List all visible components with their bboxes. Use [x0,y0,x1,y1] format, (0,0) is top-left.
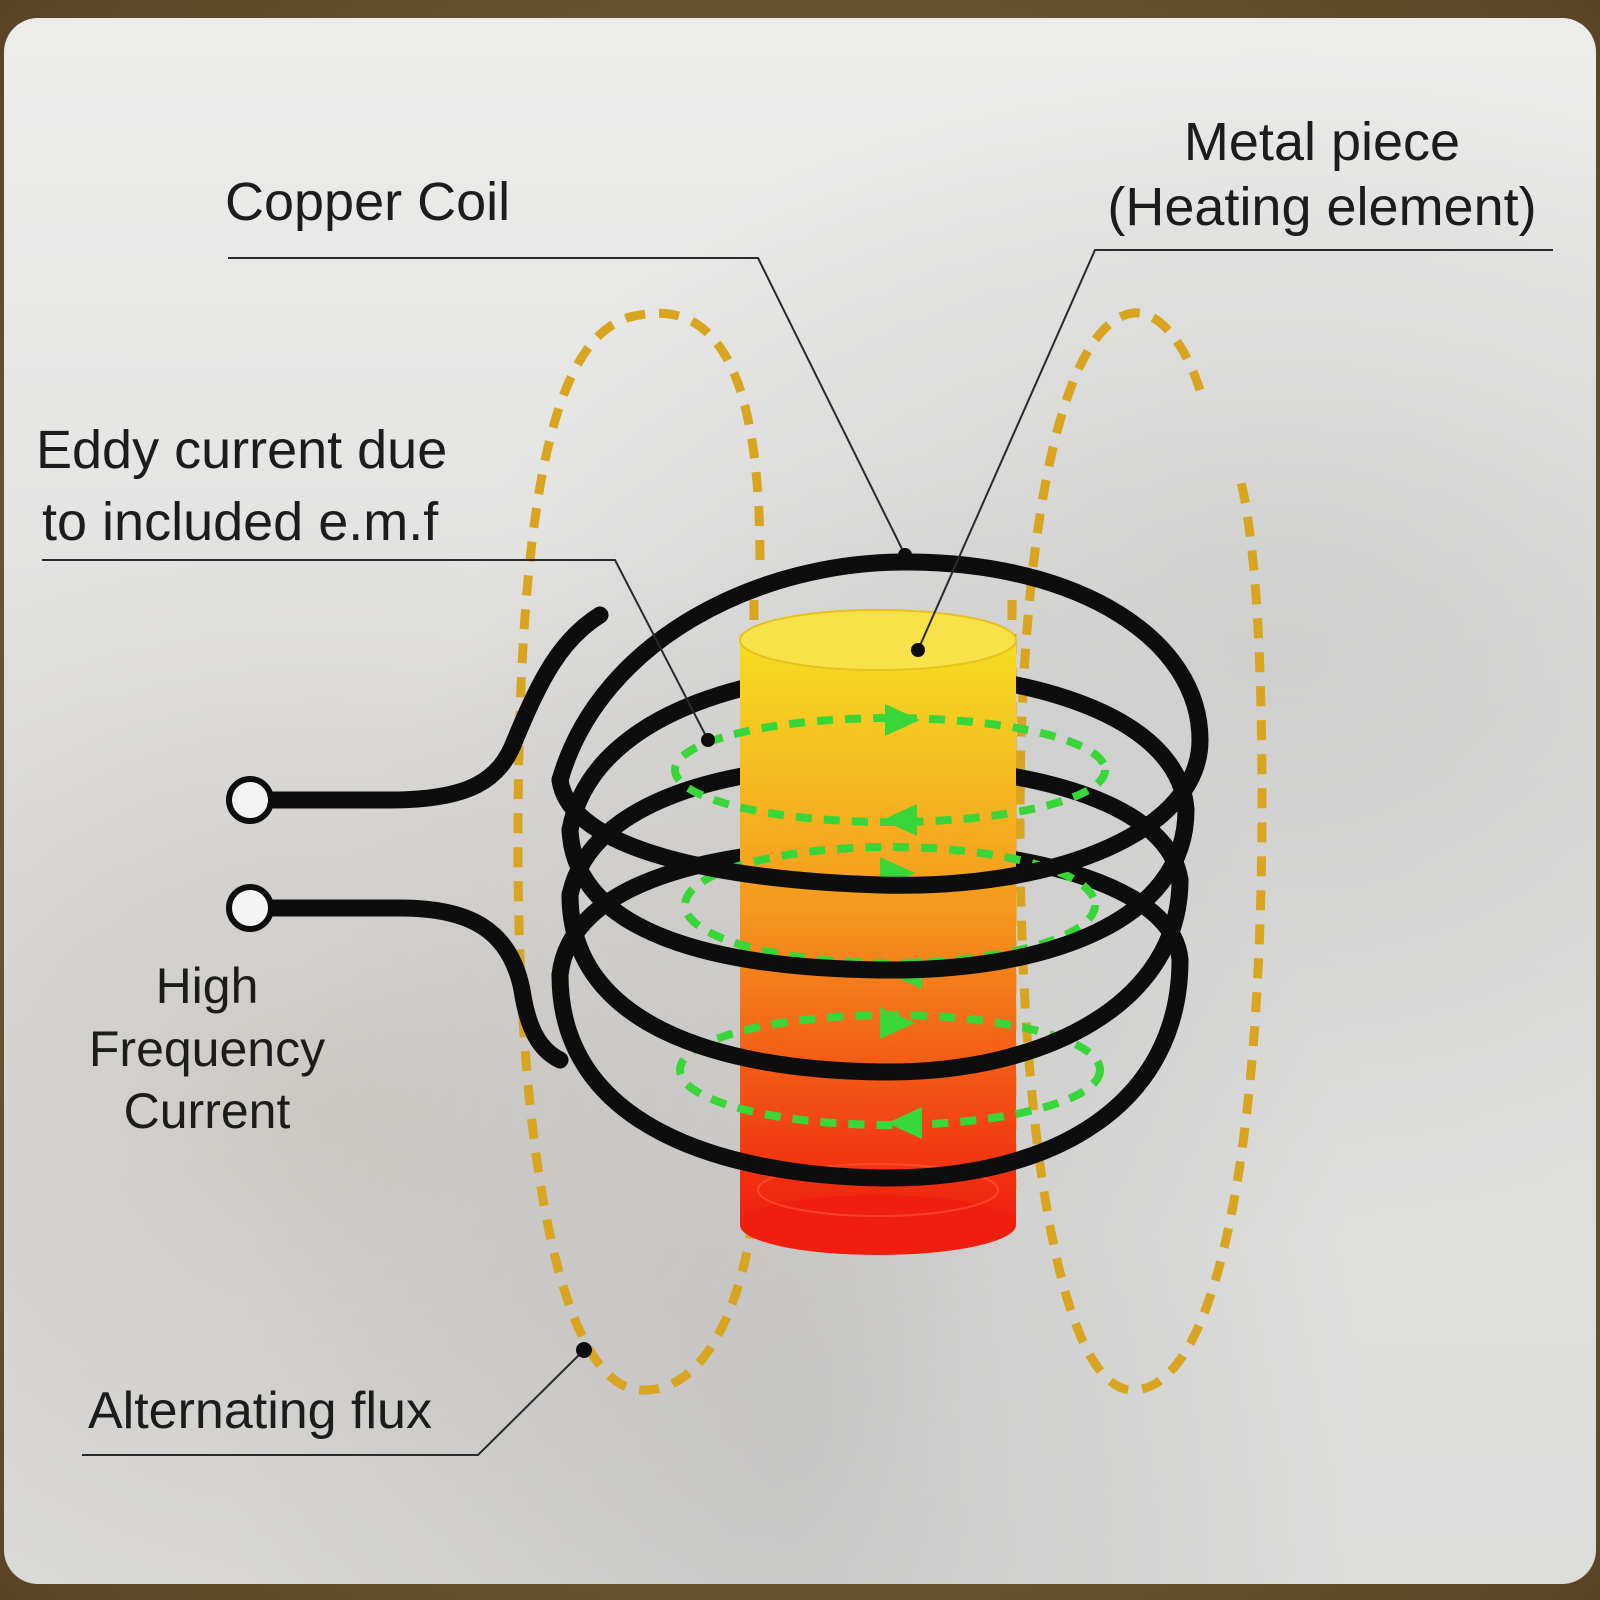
flux-loop-left [513,308,765,1395]
leader-metal-piece [917,249,1553,651]
eddy-arrow-right [885,704,920,736]
metal-cylinder-top [739,609,1017,671]
eddy-arrow-left [882,804,917,836]
metal-piece [739,609,1017,1255]
label-frequency: Frequency [89,1021,325,1077]
metal-cylinder-bottom [740,1195,1016,1255]
coil-turn-3 [561,871,1189,1081]
label-heating-element: (Heating element) [1107,177,1536,237]
label-eddy-current: Eddy current due [36,420,447,480]
eddy-arrow-right [880,1007,915,1039]
leader-lines [42,249,1553,1456]
coil-lead-bottom [253,899,569,1069]
coil-turn-4 [551,951,1189,1187]
coil-turn-2 [561,801,1195,979]
label-metal-piece: Metal piece [1184,112,1460,172]
coil-turn-1 [551,731,1209,894]
terminal-bottom [226,884,274,932]
flux-loop-right [1015,308,1267,1395]
label-alternating-flux: Alternating flux [88,1382,432,1440]
copper-coil [253,606,1209,1187]
leader-alternating-flux [82,1349,585,1456]
leader-eddy-current [42,559,709,741]
eddy-loop-2 [681,843,1099,967]
terminal-top [226,776,274,824]
label-eddy-emf: to included e.m.f [42,492,439,552]
coil-lead-top [253,606,609,809]
metal-cylinder-body [740,640,1016,1225]
terminals [226,776,274,932]
eddy-arrow-left [887,1107,922,1139]
label-high: High [156,958,259,1014]
label-current: Current [124,1083,291,1139]
leader-dots [576,548,925,1358]
leader-copper-coil [228,257,906,556]
label-copper-coil: Copper Coil [225,172,510,232]
